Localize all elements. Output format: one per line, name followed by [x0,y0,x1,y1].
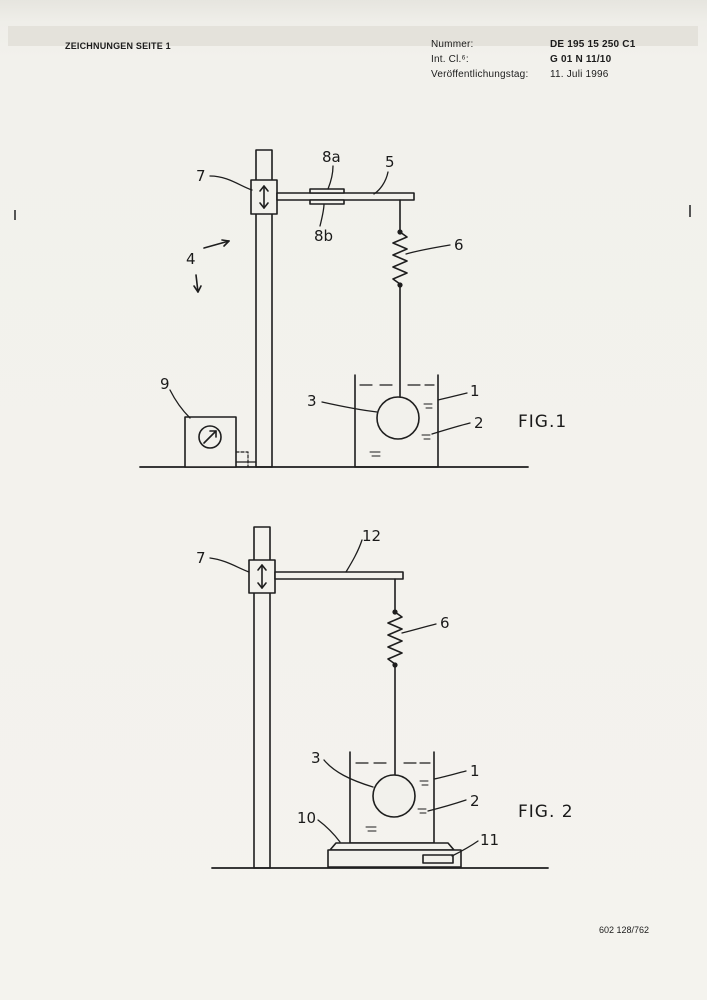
label-10: 10 [297,809,316,827]
label-7: 7 [196,167,206,185]
drawings-page-title: ZEICHNUNGEN SEITE 1 [65,41,171,51]
label-11: 11 [480,831,499,849]
field-label-nummer: Nummer: [431,39,474,50]
field-label-int-cl: Int. Cl.⁶: [431,54,469,65]
figure1-caption: FIG.1 [518,412,567,432]
label-5: 5 [385,153,395,171]
header-band [8,26,698,46]
field-value-publication-date: 11. Juli 1996 [550,69,609,80]
label-4: 4 [186,250,196,268]
field-value-int-cl: G 01 N 11/10 [550,54,612,65]
label-1: 1 [470,762,480,780]
label-1: 1 [470,382,480,400]
label-3: 3 [307,392,317,410]
label-7: 7 [196,549,206,567]
figure2-drawing [209,526,549,869]
margin-mark [14,210,16,220]
label-9: 9 [160,375,170,393]
document-code: 602 128/762 [599,925,650,935]
label-8a: 8a [322,148,341,166]
margin-mark [689,205,691,217]
field-label-publication-date: Veröffentlichungstag: [431,69,529,80]
label-6: 6 [440,614,450,632]
label-3: 3 [311,749,321,767]
label-6: 6 [454,236,464,254]
field-value-nummer: DE 195 15 250 C1 [550,39,636,50]
figure2-caption: FIG. 2 [518,802,574,822]
label-12: 12 [362,527,381,545]
label-2: 2 [474,414,484,432]
label-2: 2 [470,792,480,810]
figure1-drawing [139,149,529,468]
label-8b: 8b [314,227,333,245]
